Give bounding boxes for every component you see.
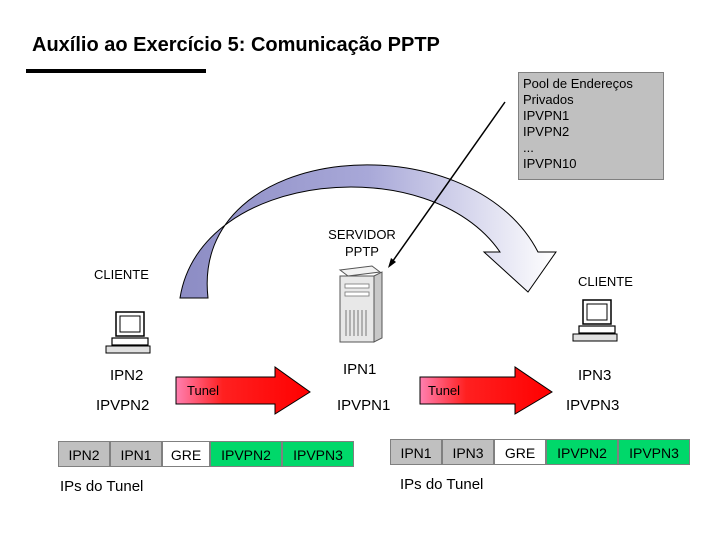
pool-line: IPVPN10 — [523, 156, 577, 171]
server-label-line2: PPTP — [345, 244, 379, 259]
packet-right-cell: IPN3 — [442, 439, 494, 465]
client-left-ipvpn: IPVPN2 — [96, 397, 150, 414]
packet-right-cell: GRE — [494, 439, 546, 465]
packet-right-cell: IPN1 — [390, 439, 442, 465]
tunnel-right-label: Tunel — [428, 383, 461, 398]
pool-connector-line — [389, 101, 506, 266]
address-pool-box: Pool de Endereços Privados IPVPN1 IPVPN2… — [518, 72, 664, 180]
page-title: Auxílio ao Exercício 5: Comunicação PPTP — [32, 34, 440, 56]
pool-line: IPVPN1 — [523, 108, 570, 123]
tunnel-arrow-right — [419, 366, 553, 415]
client-left-label: CLIENTE — [94, 267, 149, 282]
client-right-label: CLIENTE — [578, 274, 633, 289]
tunnel-left-label: Tunel — [187, 383, 220, 398]
server-tower-icon — [338, 265, 383, 343]
server-ipn: IPN1 — [343, 361, 377, 378]
client-left-ipn: IPN2 — [110, 367, 144, 384]
title-underline — [26, 69, 206, 73]
packet-left-cell: IPN2 — [58, 441, 110, 467]
client-right-computer-icon — [572, 299, 618, 342]
address-assignment-arc — [179, 164, 557, 299]
packet-left-cell: IPVPN3 — [282, 441, 354, 467]
packet-right-caption: IPs do Tunel — [400, 476, 484, 493]
tunnel-arrow-left — [175, 366, 311, 415]
packet-left-cell: IPN1 — [110, 441, 162, 467]
pool-line: ... — [523, 140, 534, 155]
server-label: SERVIDOR PPTP — [320, 226, 404, 260]
client-left-computer-icon — [105, 311, 151, 354]
server-label-line1: SERVIDOR — [328, 227, 396, 242]
pool-line: IPVPN2 — [523, 124, 570, 139]
client-right-ipn: IPN3 — [578, 367, 612, 384]
packet-left-cell: GRE — [162, 441, 210, 467]
server-ipvpn: IPVPN1 — [337, 397, 391, 414]
packet-left-caption: IPs do Tunel — [60, 478, 144, 495]
packet-right-cell: IPVPN2 — [546, 439, 618, 465]
pool-connector-arrowhead — [388, 258, 396, 268]
packet-right-cell: IPVPN3 — [618, 439, 690, 465]
client-right-ipvpn: IPVPN3 — [566, 397, 620, 414]
packet-left-cell: IPVPN2 — [210, 441, 282, 467]
pool-line: Pool de Endereços — [523, 76, 633, 91]
pool-line: Privados — [523, 92, 574, 107]
